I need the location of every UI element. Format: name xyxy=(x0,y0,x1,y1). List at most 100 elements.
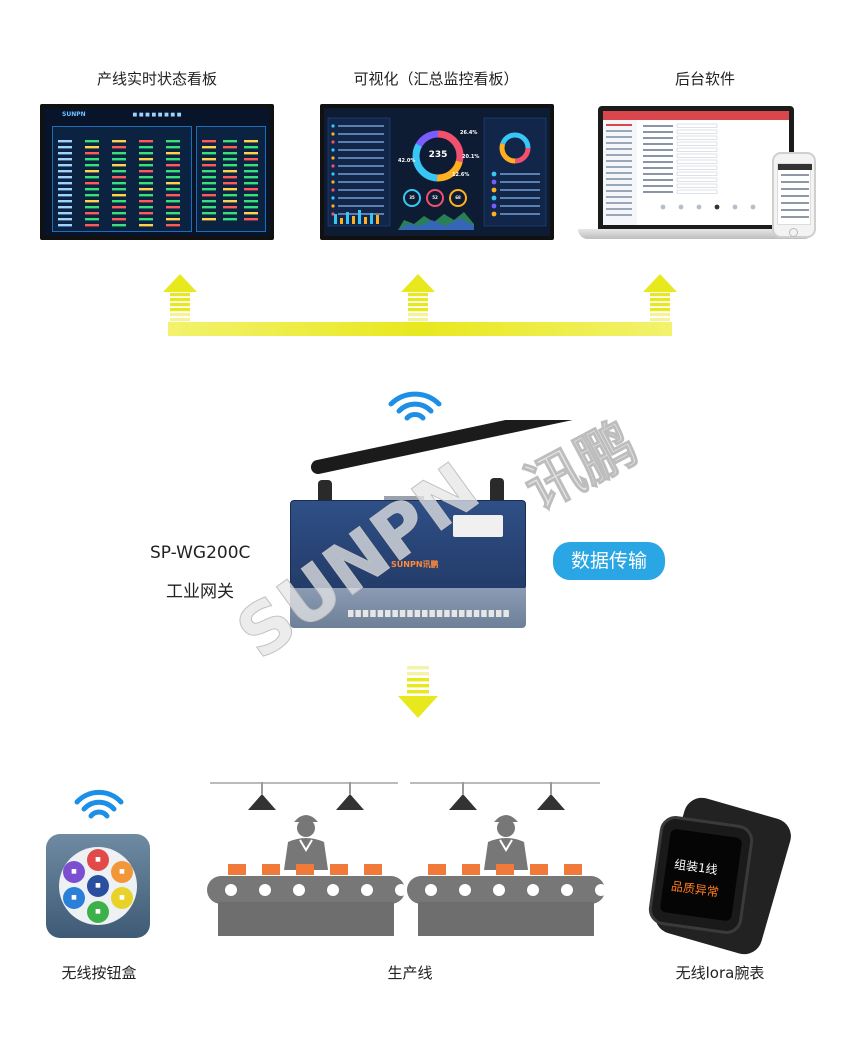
table-cell xyxy=(166,158,180,161)
form-field xyxy=(676,153,718,158)
terminal-pin xyxy=(370,610,376,617)
form-field xyxy=(676,159,718,164)
table-cell xyxy=(58,140,72,143)
table-cell xyxy=(112,164,126,167)
form-field xyxy=(676,123,718,128)
terminal-pin xyxy=(429,610,435,617)
small-gauge-3: 68 xyxy=(455,195,461,200)
table-cell xyxy=(112,176,126,179)
table-cell xyxy=(85,146,99,149)
step-dot xyxy=(660,204,666,210)
form-label xyxy=(643,167,673,169)
visual-board-graphics xyxy=(327,117,547,230)
list-row xyxy=(338,125,384,127)
side-cell xyxy=(223,182,237,185)
mini-bar xyxy=(352,216,355,224)
caption-realtime-board: 产线实时状态看板 xyxy=(96,70,217,88)
down-arrow-band xyxy=(407,684,429,688)
down-arrow-band xyxy=(407,690,429,694)
light-rail-left xyxy=(210,782,398,784)
terminal-pin xyxy=(414,610,421,617)
table-cell xyxy=(58,152,72,155)
product-box xyxy=(530,864,548,875)
side-cell xyxy=(202,164,216,167)
worker xyxy=(484,815,528,870)
table-cell xyxy=(85,194,99,197)
gateway-name: 工业网关 xyxy=(166,582,234,602)
button-red: ■ xyxy=(87,849,109,871)
sidebar-row xyxy=(606,190,632,192)
mini-bar xyxy=(364,217,367,224)
list-dot xyxy=(331,140,335,144)
sidebar-row xyxy=(606,178,632,180)
button-purple: ■ xyxy=(63,861,85,883)
table-cell xyxy=(85,182,99,185)
terminal-pin xyxy=(362,610,369,617)
side-cell xyxy=(223,152,237,155)
side-cell xyxy=(223,188,237,191)
product-box xyxy=(496,864,514,875)
side-cell xyxy=(202,152,216,155)
side-cell xyxy=(202,182,216,185)
table-cell xyxy=(139,188,153,191)
table-cell xyxy=(58,182,72,185)
terminal-pin xyxy=(503,610,509,617)
form-label xyxy=(643,149,673,151)
lora-watch: 组装1线 品质异常 xyxy=(646,813,756,937)
table-cell xyxy=(166,152,180,155)
table-cell xyxy=(166,140,180,143)
board-title: ■ ■ ■ ■ ■ ■ ■ ■ xyxy=(132,112,182,118)
table-cell xyxy=(85,140,99,143)
table-cell xyxy=(166,146,180,149)
list-dot xyxy=(331,180,335,184)
visual-board-screen: 235 26.4% 42.0% 20.1% 12.6% 35 52 68 xyxy=(320,104,554,240)
list-dot xyxy=(331,204,335,208)
side-cell xyxy=(202,206,216,209)
pct-left: 42.0% xyxy=(398,158,416,164)
side-cell xyxy=(202,146,216,149)
side-cell xyxy=(244,164,258,167)
small-gauge-2: 52 xyxy=(432,195,438,200)
board-table-rows xyxy=(58,140,258,227)
center-value: 235 xyxy=(428,150,448,160)
button-orange: ■ xyxy=(111,861,133,883)
watch-screen: 组装1线 品质异常 xyxy=(659,828,743,922)
list-row xyxy=(338,173,384,175)
table-cell xyxy=(139,218,153,221)
list-row xyxy=(338,181,384,183)
lamp-shade xyxy=(336,794,364,810)
side-cell xyxy=(223,218,237,221)
sidebar-row xyxy=(606,202,632,204)
list-row xyxy=(338,189,384,191)
side-cell xyxy=(223,194,237,197)
table-cell xyxy=(139,140,153,143)
laptop-base xyxy=(578,229,814,239)
form-label xyxy=(643,173,673,175)
list-row xyxy=(338,157,384,159)
side-cell xyxy=(244,200,258,203)
table-cell xyxy=(166,176,180,179)
list-dot xyxy=(331,172,335,176)
step-dot xyxy=(696,204,702,210)
table-cell xyxy=(139,224,153,227)
up-arrow xyxy=(163,274,197,322)
down-arrow-band xyxy=(407,678,429,682)
side-cell xyxy=(202,194,216,197)
table-cell xyxy=(139,158,153,161)
belt-roller xyxy=(361,884,373,896)
list-row xyxy=(338,205,384,207)
pct-right: 20.1% xyxy=(462,154,480,160)
form-field xyxy=(676,165,718,170)
list-row xyxy=(338,165,384,167)
right-dot xyxy=(491,171,497,177)
sidebar-row xyxy=(606,154,632,156)
table-cell xyxy=(166,206,180,209)
table-cell xyxy=(58,164,72,167)
phone-row xyxy=(781,202,809,204)
form-field xyxy=(676,135,718,140)
conveyor-stand-left xyxy=(218,902,394,936)
form-label xyxy=(643,125,673,127)
button-center: ■ xyxy=(87,875,109,897)
caption-backend: 后台软件 xyxy=(674,70,735,88)
terminal-pin xyxy=(451,610,458,617)
